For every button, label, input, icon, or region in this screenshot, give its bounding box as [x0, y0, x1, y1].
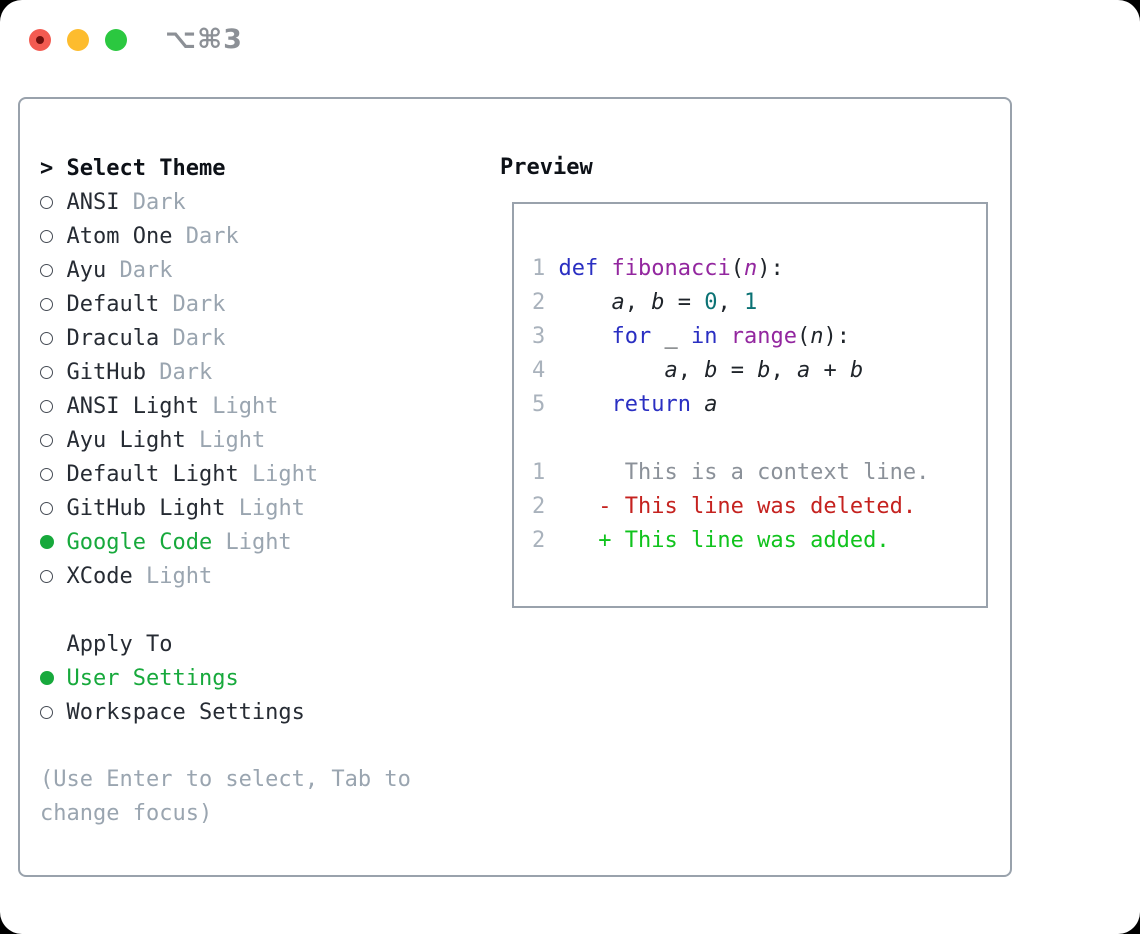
hint-line-2: change focus): [40, 801, 213, 826]
zoom-button-icon[interactable]: [105, 28, 127, 51]
minimize-button-icon[interactable]: [67, 28, 89, 51]
radio-icon: [40, 297, 67, 311]
radio-icon: [40, 467, 67, 481]
radio-icon: [40, 263, 67, 277]
radio-icon: [40, 705, 67, 719]
preview-line: 2 + This line was added.: [532, 528, 890, 553]
option-label: Google Code: [66, 529, 213, 555]
theme-item-dracula[interactable]: Dracula Dark: [40, 321, 411, 355]
preview-line: 1 def fibonacci(n):: [532, 256, 784, 281]
apply-to-header-row: Apply To: [40, 627, 411, 661]
line-number: 2: [532, 290, 546, 315]
option-label: ANSI: [66, 189, 120, 215]
option-label: XCode: [66, 563, 133, 589]
theme-item-default[interactable]: Default Dark: [40, 287, 411, 321]
option-label: Ayu: [66, 257, 107, 283]
preview-line: 4 a, b = b, a + b: [532, 358, 864, 383]
line-number: 3: [532, 324, 546, 349]
line-number: 2: [532, 528, 546, 553]
theme-item-ansi[interactable]: ANSI Dark: [40, 185, 411, 219]
option-label: Ayu Light: [66, 427, 186, 453]
apply-to-title: Apply To: [66, 631, 173, 657]
option-variant: Light: [145, 563, 213, 589]
spacer: [40, 593, 411, 627]
blank-line: [532, 422, 986, 456]
preview-line: 2 a, b = 0, 1: [532, 290, 758, 315]
option-variant: Dark: [172, 325, 226, 351]
radio-icon: [40, 433, 67, 447]
option-label: GitHub: [66, 359, 146, 385]
theme-item-atom-one[interactable]: Atom One Dark: [40, 219, 411, 253]
cursor-icon: >: [40, 155, 54, 181]
theme-item-xcode[interactable]: XCode Light: [40, 559, 411, 593]
option-variant: Dark: [119, 257, 173, 283]
radio-selected-icon: [40, 535, 67, 549]
radio-icon: [40, 399, 67, 413]
line-number: 1: [532, 460, 546, 485]
option-label: Default Light: [66, 461, 239, 487]
option-variant: Light: [238, 495, 305, 521]
preview-title: Preview: [500, 155, 593, 180]
theme-list-title: Select Theme: [66, 155, 226, 181]
option-variant: Light: [198, 427, 266, 453]
radio-icon: [40, 569, 67, 583]
window-title: ⌥⌘3: [165, 24, 243, 55]
theme-item-ayu[interactable]: Ayu Dark: [40, 253, 411, 287]
option-variant: Dark: [132, 189, 186, 215]
radio-icon: [40, 195, 67, 209]
option-variant: Light: [225, 529, 292, 555]
option-label: GitHub Light: [66, 495, 226, 521]
option-label: Workspace Settings: [66, 699, 305, 725]
theme-item-google-code[interactable]: Google Code Light: [40, 525, 411, 559]
select-theme-header-row: > Select Theme: [40, 151, 411, 185]
option-variant: Light: [251, 461, 319, 487]
option-label: Dracula: [66, 325, 160, 351]
option-variant: Dark: [159, 359, 213, 385]
line-number: 4: [532, 358, 546, 383]
theme-item-ayu-light[interactable]: Ayu Light Light: [40, 423, 411, 457]
theme-item-default-light[interactable]: Default Light Light: [40, 457, 411, 491]
radio-icon: [40, 365, 67, 379]
preview-line: 2 - This line was deleted.: [532, 494, 917, 519]
line-number: 1: [532, 256, 546, 281]
option-label: ANSI Light: [66, 393, 199, 419]
radio-icon: [40, 331, 67, 345]
option-label: User Settings: [66, 665, 239, 691]
titlebar: ⌥⌘3: [29, 24, 243, 55]
preview-line: 1 This is a context line.: [532, 460, 930, 485]
hint-line-1: (Use Enter to select, Tab to: [40, 767, 411, 792]
theme-item-github[interactable]: GitHub Dark: [40, 355, 411, 389]
line-number: 2: [532, 494, 546, 519]
apply-option-workspace-settings[interactable]: Workspace Settings: [40, 695, 411, 729]
radio-icon: [40, 229, 67, 243]
theme-item-github-light[interactable]: GitHub Light Light: [40, 491, 411, 525]
option-variant: Dark: [185, 223, 239, 249]
apply-option-user-settings[interactable]: User Settings: [40, 661, 411, 695]
theme-item-ansi-light[interactable]: ANSI Light Light: [40, 389, 411, 423]
preview-lines: 1 def fibonacci(n): 2 a, b = 0, 1 3 for _ …: [532, 252, 986, 558]
radio-selected-icon: [40, 671, 67, 685]
preview-box: 1 def fibonacci(n): 2 a, b = 0, 1 3 for _ …: [512, 202, 988, 608]
radio-icon: [40, 501, 67, 515]
option-label: Default: [66, 291, 160, 317]
option-variant: Light: [212, 393, 279, 419]
line-number: 5: [532, 392, 546, 417]
close-button-icon[interactable]: [29, 28, 51, 51]
preview-line: 5 return a: [532, 392, 718, 417]
spacer: [40, 729, 411, 763]
option-label: Atom One: [66, 223, 173, 249]
option-variant: Dark: [172, 291, 226, 317]
preview-line: 3 for _ in range(n):: [532, 324, 850, 349]
